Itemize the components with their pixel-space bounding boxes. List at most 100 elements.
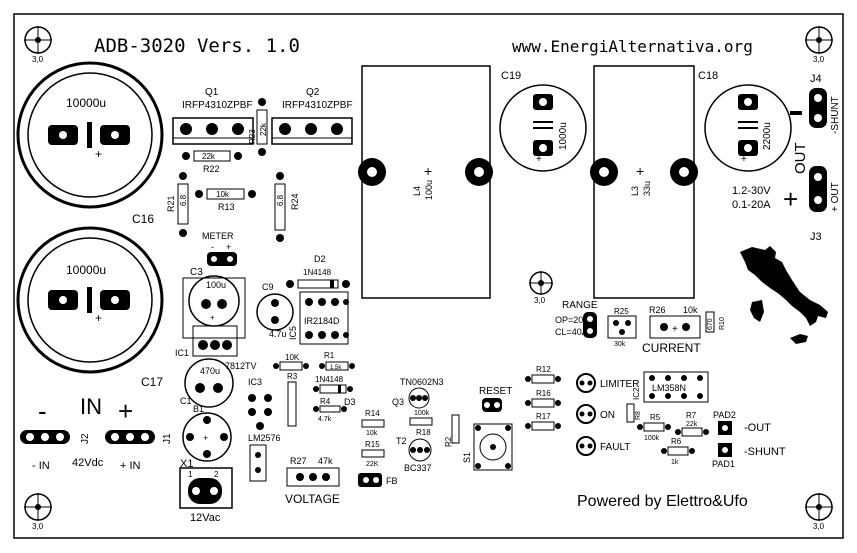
svg-text:10000u: 10000u xyxy=(66,263,106,277)
resistor-r18: 100k R18 xyxy=(409,410,433,437)
resistor-r6: R6 1k xyxy=(661,437,695,466)
capacitor-c17: 10000u + C17 xyxy=(16,226,164,389)
svg-text:2200u: 2200u xyxy=(762,122,773,150)
svg-text:R8: R8 xyxy=(635,411,642,420)
opamp-ic2: LM358N IC2 xyxy=(632,371,709,403)
svg-text:R26: R26 xyxy=(649,305,666,315)
connector-j1: J1 xyxy=(105,430,173,444)
svg-text:+: + xyxy=(424,163,432,179)
spec-voltage: 1.2-30V xyxy=(732,185,771,197)
resistor-r2: R2 xyxy=(444,414,460,447)
svg-text:+: + xyxy=(95,147,102,161)
svg-text:FB: FB xyxy=(386,476,398,486)
svg-text:+: + xyxy=(741,154,747,165)
svg-text:100k: 100k xyxy=(644,435,660,442)
svg-text:R21: R21 xyxy=(166,195,176,212)
svg-text:PAD2: PAD2 xyxy=(713,410,736,420)
capacitor-c19: C19 + 1000u xyxy=(499,70,587,172)
svg-text:100k: 100k xyxy=(414,410,430,417)
svg-text:R25: R25 xyxy=(614,307,629,316)
svg-text:4.7u: 4.7u xyxy=(269,329,287,339)
svg-text:10k: 10k xyxy=(366,430,378,437)
potentiometer-r26: R26 10k + CURRENT xyxy=(642,305,701,355)
svg-text:+: + xyxy=(95,311,102,325)
resistor-r1: R1 1.5k xyxy=(319,351,355,371)
resistor-r12: R12 xyxy=(525,365,561,384)
svg-text:X1: X1 xyxy=(180,458,193,470)
inductor-l4: + L4 100u xyxy=(358,65,493,299)
capacitor-c16: 10000u + C16 xyxy=(16,61,164,226)
svg-text:+: + xyxy=(783,184,798,214)
trimmer-r25: R25 30k xyxy=(607,307,637,348)
resistor-r3: 10K R3 xyxy=(273,353,309,381)
svg-text:Q2: Q2 xyxy=(306,87,320,98)
svg-text:VOLTAGE: VOLTAGE xyxy=(285,492,340,506)
svg-text:PAD1: PAD1 xyxy=(712,459,735,469)
italy-map-icon xyxy=(740,246,828,344)
connector-j3: + OUT + J3 xyxy=(783,166,841,243)
svg-text:S1: S1 xyxy=(462,452,472,463)
svg-text:R23: R23 xyxy=(248,129,257,144)
svg-text:+: + xyxy=(226,242,231,252)
svg-text:10000u: 10000u xyxy=(66,96,106,110)
capacitor-c1: 470u C1 xyxy=(180,358,234,408)
resistor-r7: R7 22k xyxy=(675,411,709,437)
svg-text:R12: R12 xyxy=(536,365,551,374)
svg-text:T2: T2 xyxy=(396,436,407,446)
diode-d2: D2 1N4148 xyxy=(286,254,350,289)
connector-j4: J4 -SHUNT OUT xyxy=(790,73,841,174)
in-neg-label: - IN xyxy=(32,460,50,472)
potentiometer-r27: R27 47k VOLTAGE xyxy=(285,456,340,506)
svg-text:6.8: 6.8 xyxy=(276,194,285,206)
svg-text:-SHUNT: -SHUNT xyxy=(744,446,786,458)
svg-text:-: - xyxy=(211,242,214,252)
regulator-ic3: IC3 LM2576 xyxy=(248,377,281,482)
svg-text:L4: L4 xyxy=(412,186,422,196)
svg-text:+: + xyxy=(210,313,215,322)
svg-text:IC5: IC5 xyxy=(288,326,298,340)
svg-text:J3: J3 xyxy=(810,231,822,243)
svg-text:100u: 100u xyxy=(424,180,434,200)
svg-text:3,0: 3,0 xyxy=(534,296,546,305)
led-on: ON xyxy=(576,404,615,424)
svg-text:R6: R6 xyxy=(671,437,682,446)
website-label: www.EnergiAlternativa.org xyxy=(512,37,753,56)
regulator-ic1: IC1 7812TV xyxy=(175,325,257,371)
svg-text:3,0: 3,0 xyxy=(813,522,825,531)
svg-text:3,0: 3,0 xyxy=(32,522,44,531)
svg-text:1N4148: 1N4148 xyxy=(315,375,344,384)
svg-text:2: 2 xyxy=(214,470,219,479)
svg-text:IRFP4310ZPBF: IRFP4310ZPBF xyxy=(182,100,253,111)
svg-text:1N4148: 1N4148 xyxy=(303,268,332,277)
driver-ic5: IR2184D IC5 xyxy=(288,291,349,345)
svg-text:100u: 100u xyxy=(206,280,226,290)
svg-text:R16: R16 xyxy=(536,389,551,398)
powered-by-label: Powered by Elettro&Ufo xyxy=(577,493,748,510)
svg-text:10K: 10K xyxy=(285,353,300,362)
svg-text:R4: R4 xyxy=(320,397,331,406)
capacitor-c3: C3 100u + xyxy=(182,267,246,339)
resistor-r13: 10k R13 xyxy=(195,188,256,212)
svg-text:7812TV: 7812TV xyxy=(225,361,257,371)
svg-text:10k: 10k xyxy=(216,190,230,199)
svg-text:33u: 33u xyxy=(642,181,652,196)
svg-text:670: 670 xyxy=(707,318,714,330)
reset-jumper[interactable]: RESET xyxy=(479,386,512,412)
in-pos-label: + IN xyxy=(120,460,141,472)
resistor-r22: 22k R22 xyxy=(182,150,242,174)
svg-text:J2: J2 xyxy=(80,433,91,444)
svg-text:R17: R17 xyxy=(536,412,551,421)
switch-s1[interactable]: S1 xyxy=(462,423,513,471)
svg-text:12Vac: 12Vac xyxy=(190,512,221,524)
pad1: PAD1 -SHUNT xyxy=(712,443,786,469)
led-fault: FAULT xyxy=(576,436,630,456)
svg-text:R15: R15 xyxy=(365,440,380,449)
in-voltage-label: 42Vdc xyxy=(72,457,104,469)
svg-text:IC1: IC1 xyxy=(175,348,189,358)
svg-text:1000u: 1000u xyxy=(558,122,569,150)
mounting-hole-top-left: 3,0 xyxy=(24,26,52,64)
ferrite-fb: FB xyxy=(358,473,398,487)
range-jumper[interactable]: RANGE OP=20A CL=40A xyxy=(555,300,598,338)
svg-text:-SHUNT: -SHUNT xyxy=(830,96,841,134)
mosfet-q1: Q1 IRFP4310ZPBF xyxy=(172,87,254,145)
